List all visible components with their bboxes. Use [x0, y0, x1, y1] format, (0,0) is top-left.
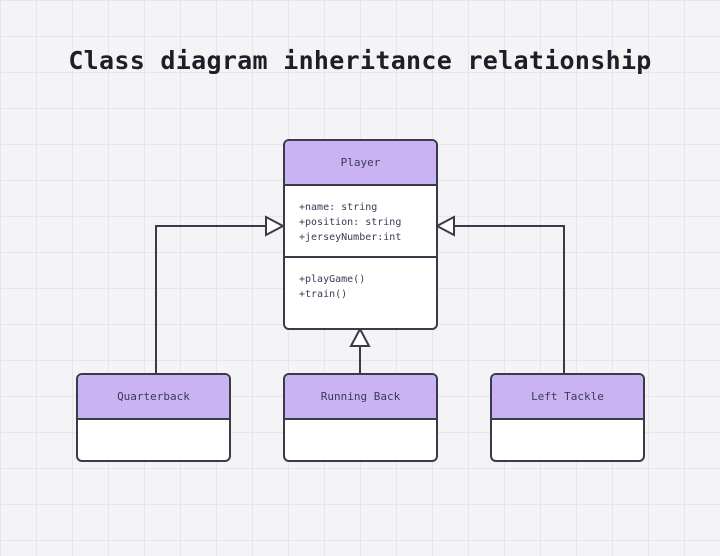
class-quarterback[interactable]: Quarterback — [76, 373, 231, 462]
attributes-section: +name: string +position: string +jerseyN… — [285, 186, 436, 258]
class-name: Running Back — [285, 375, 436, 420]
methods-section: +playGame() +train() — [285, 258, 436, 302]
quarterback-arrowhead — [265, 215, 286, 237]
method: +train() — [299, 289, 348, 300]
method: +playGame() — [299, 274, 366, 285]
class-left-tackle[interactable]: Left Tackle — [490, 373, 645, 462]
class-name: Quarterback — [78, 375, 229, 420]
attribute: +name: string — [299, 202, 378, 213]
left-tackle-inheritance-line — [454, 225, 565, 373]
quarterback-inheritance-line — [155, 225, 266, 373]
left-tackle-arrowhead — [434, 215, 455, 237]
class-player[interactable]: Player +name: string +position: string +… — [283, 139, 438, 330]
attribute: +position: string — [299, 217, 402, 228]
class-running-back[interactable]: Running Back — [283, 373, 438, 462]
diagram-title: Class diagram inheritance relationship — [68, 46, 652, 75]
class-name: Left Tackle — [492, 375, 643, 420]
class-name: Player — [285, 141, 436, 186]
running-back-arrowhead — [349, 326, 371, 347]
attribute: +jerseyNumber:int — [299, 232, 402, 243]
